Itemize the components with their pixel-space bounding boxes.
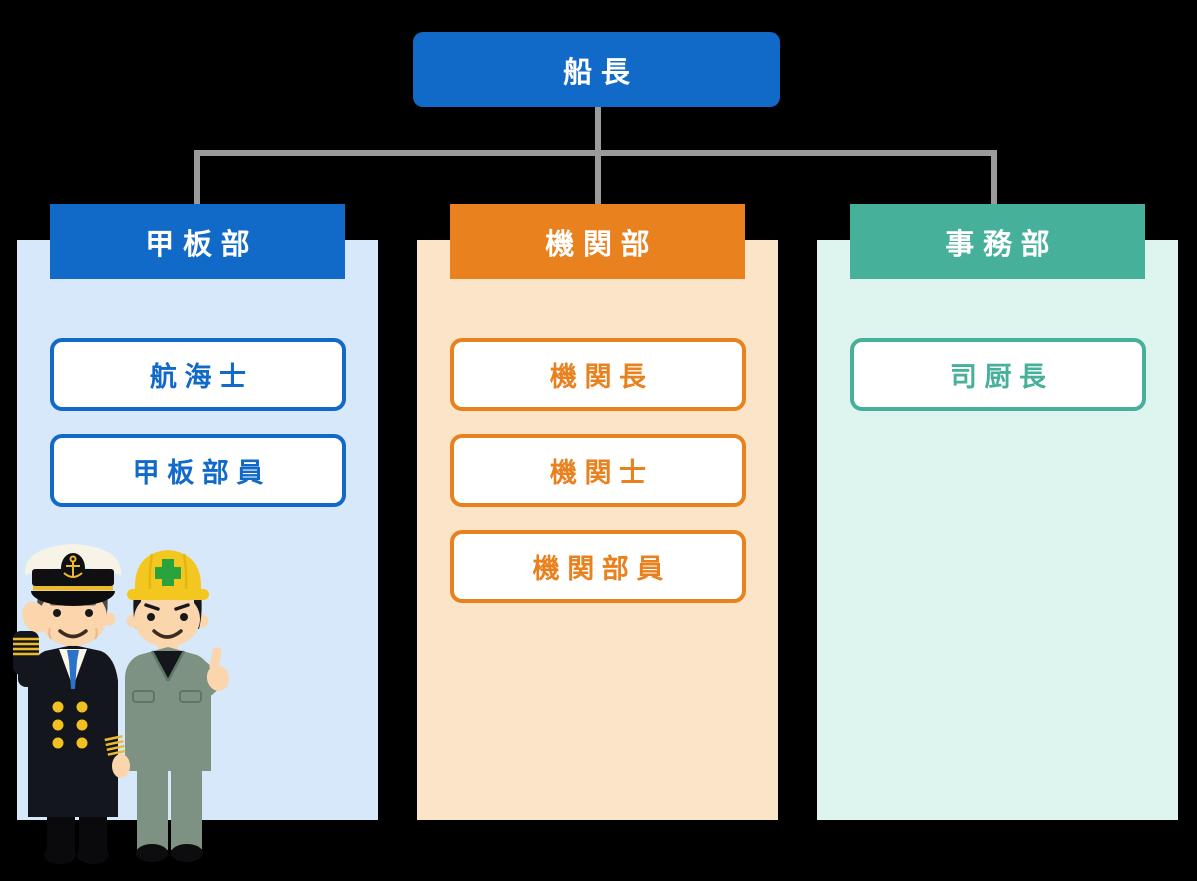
captain-hat-icon	[24, 544, 122, 606]
member-engine-crew: 機関部員	[450, 530, 746, 603]
captain-label: 船長	[563, 54, 639, 89]
member-navigator: 航海士	[50, 338, 346, 411]
dept-engine: 機関部 機関長 機関士 機関部員	[417, 204, 778, 874]
member-engineer-label: 機関士	[549, 458, 654, 489]
admin-header: 事務部	[850, 204, 1145, 279]
admin-header-label: 事務部	[945, 226, 1059, 261]
connector-right-vertical	[991, 150, 997, 206]
saluting-arm	[13, 601, 60, 687]
member-chief-engineer: 機関長	[450, 338, 746, 411]
deck-header: 甲板部	[50, 204, 345, 279]
anchor-icon	[63, 555, 83, 578]
member-chief-cook: 司厨長	[850, 338, 1146, 411]
connector-left-vertical	[194, 150, 200, 206]
thumbs-up-hand	[206, 647, 230, 691]
connector-center-vertical	[595, 150, 601, 206]
worker-figure	[125, 550, 230, 862]
engine-header-label: 機関部	[545, 226, 659, 261]
deck-header-label: 甲板部	[145, 226, 259, 261]
dept-admin: 事務部 司厨長	[817, 204, 1178, 874]
connector-root-vertical	[595, 107, 601, 154]
member-engine-crew-label: 機関部員	[532, 554, 671, 585]
admin-panel	[817, 240, 1178, 820]
member-deck-crew: 甲板部員	[50, 434, 346, 507]
safety-helmet-icon	[127, 550, 209, 600]
captain-node: 船長	[413, 32, 780, 107]
engine-header: 機関部	[450, 204, 745, 279]
member-deck-crew-label: 甲板部員	[132, 458, 271, 489]
member-engineer: 機関士	[450, 434, 746, 507]
uniform-buttons	[52, 701, 88, 749]
member-navigator-label: 航海士	[149, 362, 254, 393]
member-chief-cook-label: 司厨長	[949, 362, 1054, 393]
member-chief-engineer-label: 機関長	[549, 362, 654, 393]
captain-figure	[13, 544, 130, 864]
crew-illustration	[13, 544, 230, 864]
